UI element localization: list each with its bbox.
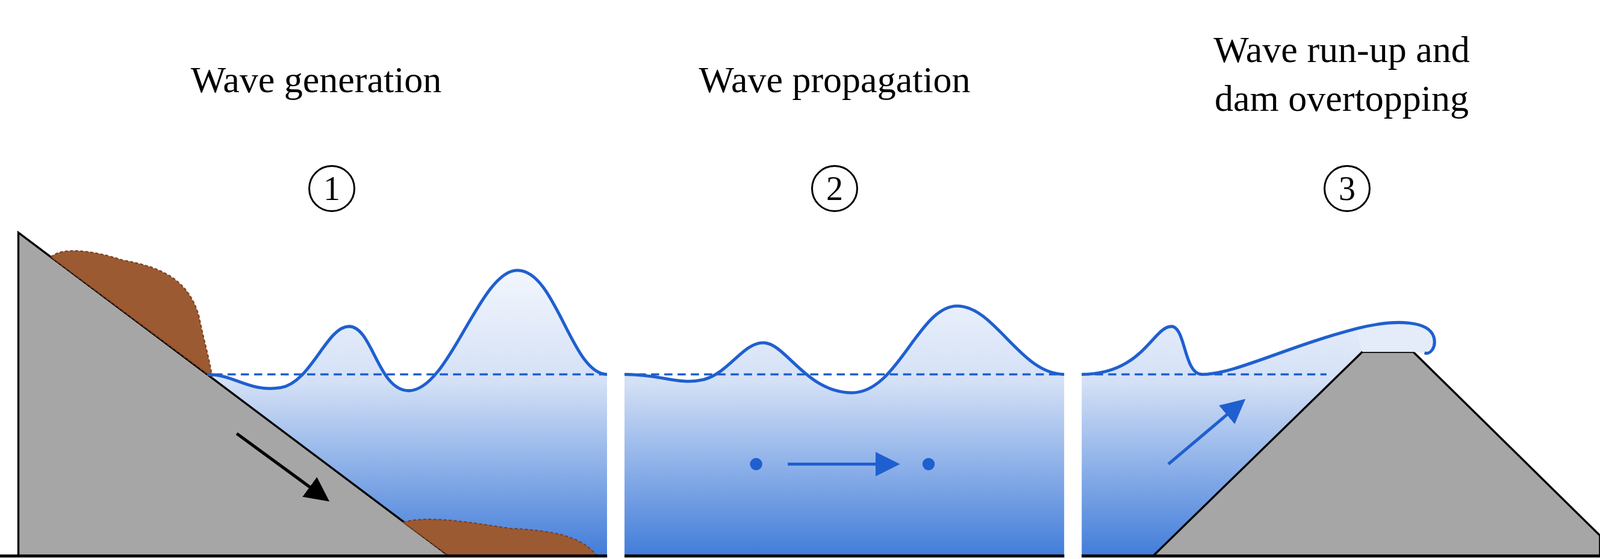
dam [1153, 351, 1600, 556]
particle [749, 457, 762, 470]
wave-surface [624, 305, 1065, 393]
step-circle: 3 [1323, 164, 1371, 212]
propagation-arrow [787, 462, 894, 466]
ground-line [1081, 554, 1600, 558]
wave-surface [207, 270, 608, 391]
water [624, 305, 1065, 556]
wave-surface [1081, 322, 1435, 374]
step-circle: 2 [811, 164, 859, 212]
still-water-level [624, 373, 1065, 376]
still-water-level [214, 373, 608, 376]
panel-heading: Wave run-up and dam overtopping [1191, 25, 1493, 123]
panel-gap [607, 204, 625, 559]
ground-line [624, 554, 1065, 558]
panel-gap [1064, 204, 1082, 559]
panel-heading: Wave generation [105, 55, 527, 105]
callout-number: 2 [826, 171, 844, 206]
callout-number: 3 [1338, 171, 1356, 206]
callout-number: 1 [323, 171, 341, 206]
run-up-arrow [1168, 402, 1241, 465]
landslide-deposit [402, 519, 597, 556]
ground-line [0, 554, 608, 558]
panel-heading: Wave propagation [623, 55, 1046, 105]
particle [922, 457, 935, 470]
landslide-mass [51, 250, 213, 377]
slope [18, 232, 450, 556]
step-circle: 1 [308, 164, 356, 212]
slide-arrow [236, 433, 325, 499]
